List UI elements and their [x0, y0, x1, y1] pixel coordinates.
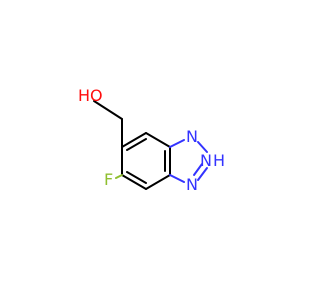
bond-benzene-inner-3 [126, 171, 147, 184]
label-hydroxyl: HO [78, 86, 103, 105]
molecule-canvas: HO F N N H N [78, 86, 225, 194]
bond-benzene-d [145, 174, 171, 190]
bond-ch2-oh [93, 100, 123, 120]
bond-n2-n3-double [193, 163, 203, 176]
label-nitrogen-3: N [186, 175, 198, 194]
bond-benzene-b [145, 132, 171, 148]
bond-benzene-inner-1 [126, 138, 147, 151]
bond-n2-n3 [197, 167, 208, 181]
molecule-structure: HO F N N H N [78, 86, 225, 194]
bond-n1-n2 [197, 141, 208, 153]
bond-ring-f [115, 174, 123, 179]
bond-c-n3 [169, 174, 185, 183]
bond-benzene-e [121, 174, 147, 190]
bond-c-n1 [169, 139, 185, 148]
label-nitrogen-2-hydrogen: H [213, 151, 225, 170]
bond-benzene-a [121, 132, 147, 148]
label-nitrogen-2: N [200, 151, 212, 170]
label-fluorine: F [104, 170, 113, 189]
label-nitrogen-1: N [186, 127, 198, 146]
